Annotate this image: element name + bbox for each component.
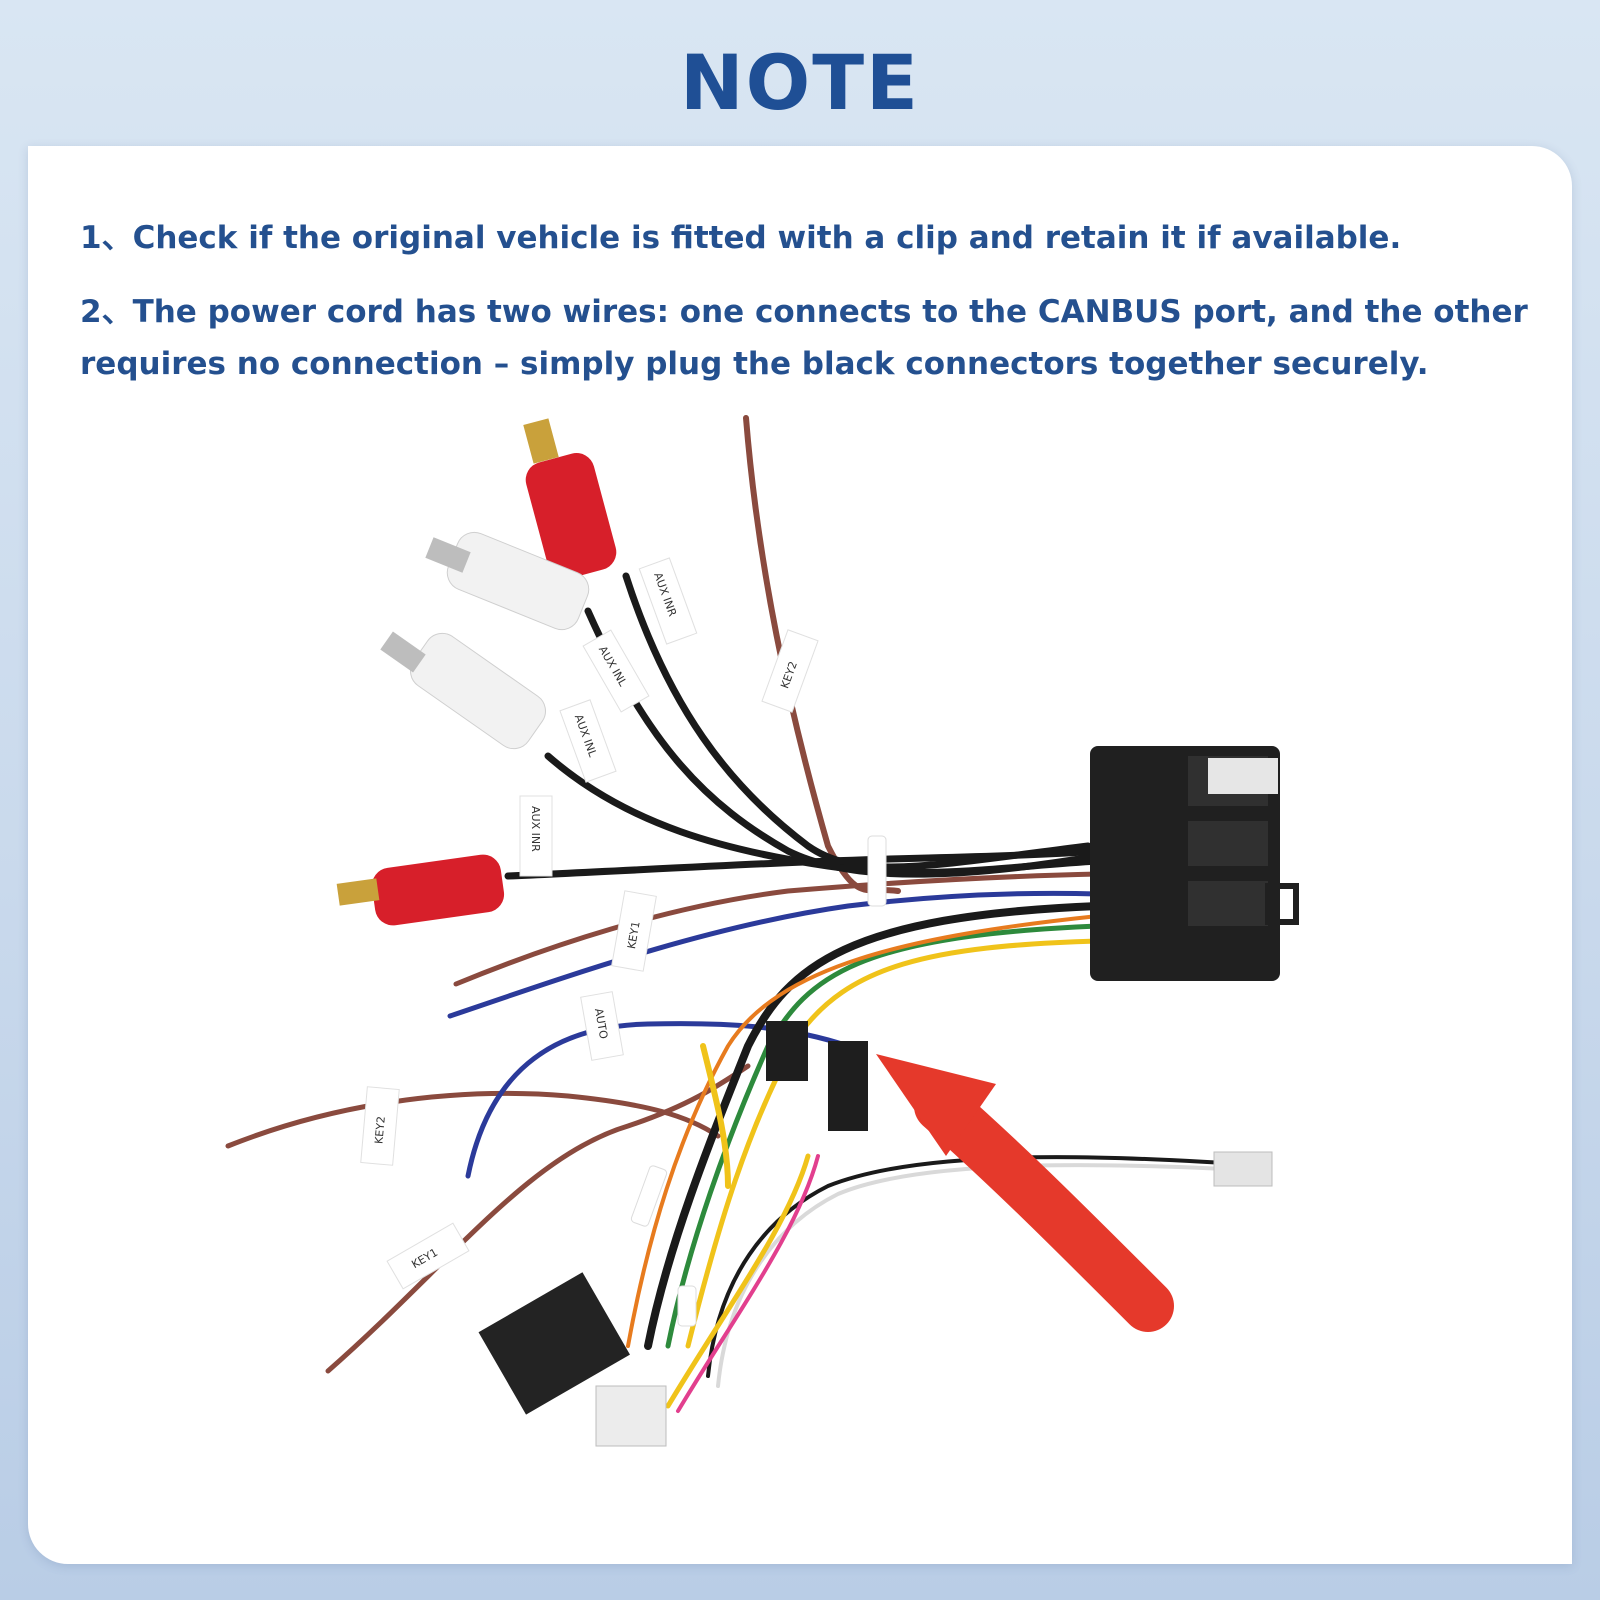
rca-plug-white-a	[425, 531, 590, 631]
cable-ties	[630, 835, 887, 1327]
svg-text:KEY2: KEY2	[372, 1116, 387, 1145]
wire-tag-key2-left: KEY2	[360, 1086, 400, 1166]
wiring-harness-photo: AUX INR AUX INL AUX INL AUX INR KEY2 KEY…	[225, 415, 1299, 1447]
wire-tag-key1-mid: KEY1	[611, 890, 657, 972]
note-item-1: 1、Check if the original vehicle is fitte…	[80, 220, 1402, 256]
wire-tag-key2-top: KEY2	[761, 629, 819, 713]
page-title: NOTE	[680, 38, 920, 127]
svg-text:AUX INR: AUX INR	[529, 806, 542, 852]
white-multi-pin-plug	[595, 1385, 667, 1447]
main-harness-connector	[1090, 746, 1299, 981]
wire-tag-key1-bottom: KEY1	[386, 1222, 470, 1290]
small-black-connector-pair	[766, 1021, 868, 1131]
wire-tag-aux-inl-a: AUX INL	[582, 629, 650, 713]
note-card: 1、Check if the original vehicle is fitte…	[28, 146, 1572, 1564]
note-list: 1、Check if the original vehicle is fitte…	[80, 212, 1550, 412]
wire-label-tags: AUX INR AUX INL AUX INL AUX INR KEY2 KEY…	[360, 557, 819, 1290]
rca-plug-red-left	[336, 854, 505, 926]
wire-tag-aux-inr-top: AUX INR	[638, 557, 698, 645]
rca-plug-white-b	[380, 631, 546, 750]
wire-tag-aux-inl-b: AUX INL	[559, 699, 617, 783]
wire-tag-aux-inr-left: AUX INR	[519, 795, 553, 877]
svg-text:AUTO: AUTO	[592, 1007, 610, 1040]
rca-plug-red-top	[523, 418, 617, 579]
svg-text:KEY1: KEY1	[625, 920, 643, 950]
note-item-2: 2、The power cord has two wires: one conn…	[80, 294, 1528, 382]
red-arrow-annotation	[876, 1054, 1174, 1332]
iso-plug-bottom	[478, 1272, 630, 1415]
white-two-pin-plug	[1213, 1151, 1273, 1187]
wire-tag-auto: AUTO	[580, 991, 624, 1061]
